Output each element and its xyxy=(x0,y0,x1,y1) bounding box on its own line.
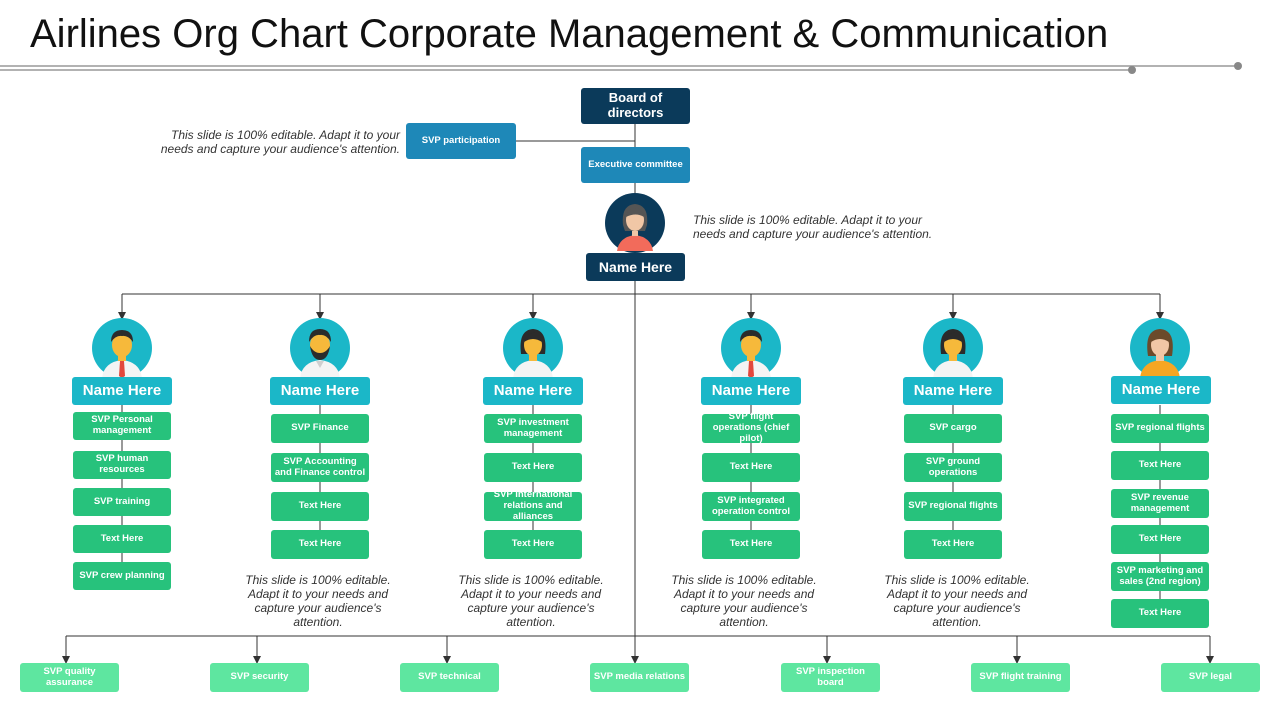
col2-item-2: SVP Accounting and Finance control xyxy=(271,453,369,482)
note-col-4: This slide is 100% editable. Adapt it to… xyxy=(671,573,817,629)
col3-item-4: Text Here xyxy=(484,530,582,559)
col4-item-3: SVP integrated operation control xyxy=(702,492,800,521)
col4-item-4: Text Here xyxy=(702,530,800,559)
avatar-3-female-icon xyxy=(503,318,563,378)
col4-item-1: SVP flight operations (chief pilot) xyxy=(702,411,800,444)
avatar-6-female-orange-icon xyxy=(1130,318,1190,378)
col1-item-1: SVP Personal management xyxy=(73,412,171,440)
col5-item-3: SVP regional flights xyxy=(904,492,1002,521)
col1-item-4: Text Here xyxy=(73,525,171,553)
note-col-5: This slide is 100% editable. Adapt it to… xyxy=(884,573,1030,629)
column-5-name-box: Name Here xyxy=(903,377,1003,405)
avatar-4-male-tie-icon xyxy=(721,318,781,378)
slide-title: Airlines Org Chart Corporate Management … xyxy=(30,12,1109,56)
col6-item-5: SVP marketing and sales (2nd region) xyxy=(1111,562,1209,591)
bottom-item-2: SVP security xyxy=(210,663,309,692)
bottom-item-4: SVP media relations xyxy=(590,663,689,692)
col1-item-5: SVP crew planning xyxy=(73,562,171,590)
leader-name-box: Name Here xyxy=(586,253,685,281)
col3-item-3: SVP international relations and alliance… xyxy=(484,489,582,522)
col5-item-1: SVP cargo xyxy=(904,414,1002,443)
bottom-item-6: SVP flight training xyxy=(971,663,1070,692)
note-col-3: This slide is 100% editable. Adapt it to… xyxy=(458,573,604,629)
note-top-left: This slide is 100% editable. Adapt it to… xyxy=(160,128,400,156)
svp-participation-box: SVP participation xyxy=(406,123,516,159)
col2-item-3: Text Here xyxy=(271,492,369,521)
underline-dot-2 xyxy=(1128,66,1136,74)
bottom-item-3: SVP technical xyxy=(400,663,499,692)
avatar-5-female-icon xyxy=(923,318,983,378)
column-6-name-box: Name Here xyxy=(1111,376,1211,404)
col5-item-4: Text Here xyxy=(904,530,1002,559)
col6-item-3: SVP revenue management xyxy=(1111,489,1209,518)
bottom-item-1: SVP quality assurance xyxy=(20,663,119,692)
column-2-name-box: Name Here xyxy=(270,377,370,405)
avatar-2-male-beard-icon xyxy=(290,318,350,378)
col6-item-2: Text Here xyxy=(1111,451,1209,480)
col1-item-2: SVP human resources xyxy=(73,451,171,479)
col1-item-3: SVP training xyxy=(73,488,171,516)
col6-item-6: Text Here xyxy=(1111,599,1209,628)
col4-item-2: Text Here xyxy=(702,453,800,482)
col3-item-1: SVP investment management xyxy=(484,414,582,443)
column-3-name-box: Name Here xyxy=(483,377,583,405)
col5-item-2: SVP ground operations xyxy=(904,453,1002,482)
underline-dot-1 xyxy=(1234,62,1242,70)
leader-avatar-icon xyxy=(605,193,665,253)
col3-item-2: Text Here xyxy=(484,453,582,482)
avatar-1-male-tie-icon xyxy=(92,318,152,378)
executive-committee-box: Executive committee xyxy=(581,147,690,183)
col2-item-4: Text Here xyxy=(271,530,369,559)
column-1-name-box: Name Here xyxy=(72,377,172,405)
board-of-directors-box: Board of directors xyxy=(581,88,690,124)
column-4-name-box: Name Here xyxy=(701,377,801,405)
col6-item-4: Text Here xyxy=(1111,525,1209,554)
note-col-2: This slide is 100% editable. Adapt it to… xyxy=(245,573,391,629)
bottom-item-7: SVP legal xyxy=(1161,663,1260,692)
col6-item-1: SVP regional flights xyxy=(1111,414,1209,443)
bottom-item-5: SVP inspection board xyxy=(781,663,880,692)
note-top-right: This slide is 100% editable. Adapt it to… xyxy=(693,213,933,241)
col2-item-1: SVP Finance xyxy=(271,414,369,443)
